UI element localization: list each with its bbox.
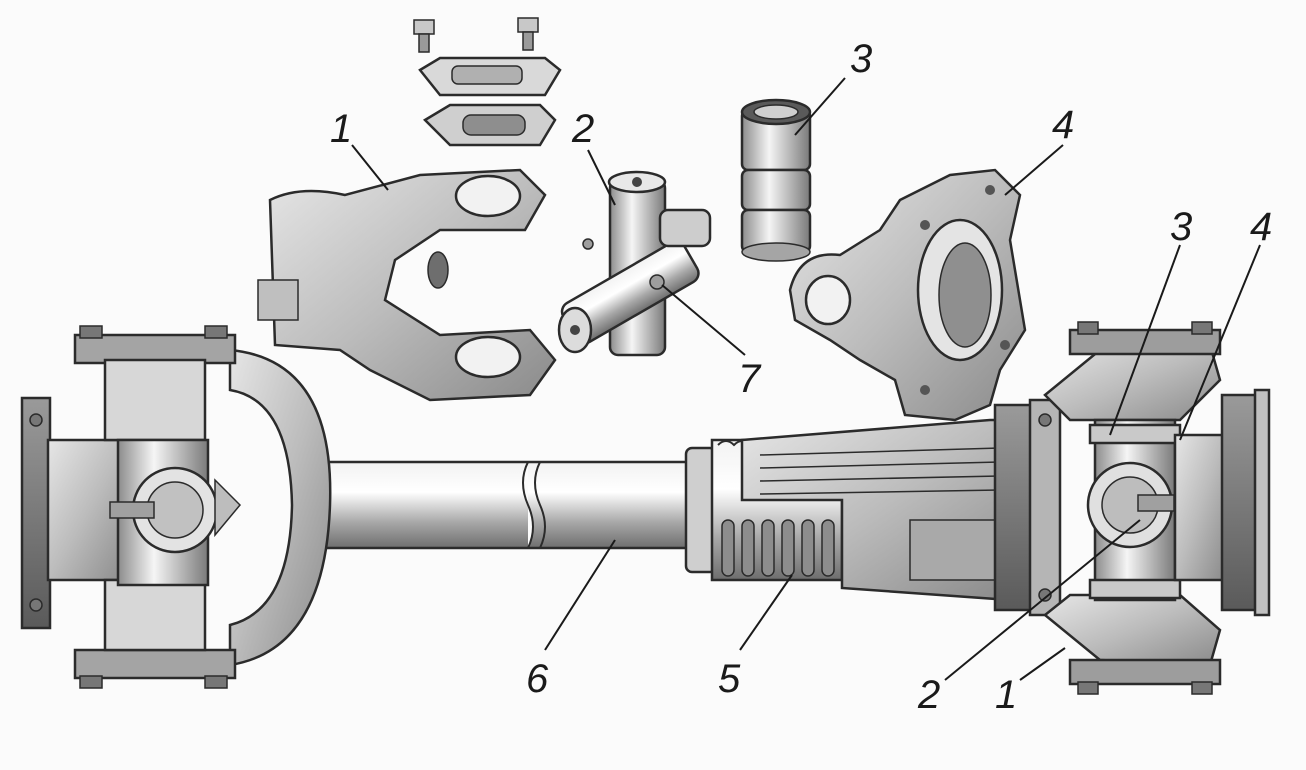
callout-spider-exploded: 2	[571, 107, 594, 151]
callout-spider-assembly: 2	[917, 673, 940, 717]
right-spider-assembly	[1086, 418, 1182, 602]
callout-bearing-cup-exploded: 3	[850, 37, 872, 81]
exploded-flange-yoke	[788, 168, 1027, 422]
callout-grease-fitting: 7	[738, 357, 762, 401]
left-yoke	[73, 325, 332, 689]
callout-bearing-cup-assembly: 3	[1170, 205, 1192, 249]
right-flange-yoke	[1173, 388, 1271, 617]
shaft-tube	[318, 460, 702, 550]
callout-shaft-tube: 6	[526, 657, 549, 701]
gasket-plate	[422, 103, 557, 147]
lock-plate-bolts	[413, 17, 539, 53]
right-yoke-flange	[993, 398, 1062, 617]
left-spider-assembly	[109, 438, 242, 587]
callout-yoke-assembly: 1	[995, 673, 1017, 717]
exploded-spider	[557, 170, 712, 357]
callout-yoke-exploded: 1	[330, 107, 352, 151]
exploded-yoke	[257, 168, 557, 402]
leader-lines	[351, 77, 1261, 681]
lock-plate	[418, 56, 562, 97]
grease-fitting	[649, 274, 665, 290]
exploded-bearing-cups	[740, 98, 812, 262]
callout-flange-yoke-assembly: 4	[1250, 205, 1272, 249]
right-yoke	[1043, 321, 1222, 695]
callout-flange-yoke-exploded: 4	[1052, 103, 1074, 147]
callout-spline-boot: 5	[718, 657, 741, 701]
slip-yoke-body	[740, 418, 1012, 602]
